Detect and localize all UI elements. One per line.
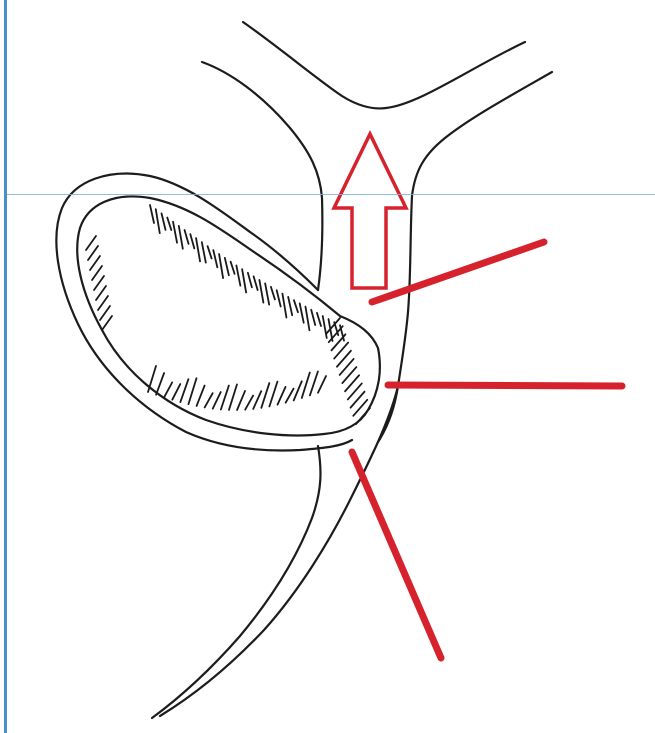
hatch-stroke [277, 290, 281, 306]
hatch-stroke [231, 262, 235, 274]
hatch-stroke [317, 313, 321, 326]
hatch-stroke [164, 382, 172, 397]
up-arrow-outline-icon [334, 134, 406, 288]
hatch-stroke [92, 266, 102, 280]
hatch-stroke [96, 286, 106, 300]
hatch-stroke [100, 306, 110, 320]
hatch-stroke [259, 280, 263, 303]
hatch-stroke [173, 222, 177, 243]
hatch-stroke [236, 265, 240, 285]
hatch-stroke [219, 254, 223, 278]
lower-duct-outline [152, 386, 398, 718]
hatch-stroke [167, 218, 171, 230]
hatch-stroke [245, 396, 253, 410]
hatch-stroke [190, 234, 194, 248]
hatch-stroke [86, 236, 96, 250]
hatch-stroke [213, 250, 217, 267]
hatch-stroke [269, 382, 277, 407]
hatch-stroke [242, 269, 246, 292]
hatch-stroke [156, 373, 164, 395]
hatch-stroke [271, 287, 275, 300]
hatch-stroke [261, 383, 269, 408]
hatch-stroke [294, 300, 298, 312]
hatch-stroke [90, 256, 100, 270]
hatch-stroke [88, 246, 98, 260]
hatch-stroke [318, 376, 326, 393]
hatch-stroke [237, 391, 245, 410]
hatch-stroke [248, 273, 252, 287]
hatch-stroke [253, 391, 261, 409]
pointer-middle [388, 385, 622, 386]
hatch-stroke [205, 393, 213, 407]
hatch-stroke [197, 386, 205, 406]
hatch-stroke [294, 381, 302, 400]
upper-duct-notch [243, 22, 525, 108]
hatch-stroke [305, 307, 309, 331]
hatch-stroke [172, 384, 180, 400]
hatch-stroke [156, 209, 160, 233]
hatch-stroke [213, 392, 221, 409]
pointer-lower [352, 452, 441, 658]
hatch-stroke [196, 238, 200, 261]
hatch-stroke [311, 310, 315, 325]
hatch-stroke [265, 283, 269, 304]
hatch-stroke [180, 379, 188, 402]
hatch-stroke [188, 378, 196, 404]
hatch-stroke [254, 276, 258, 290]
hatch-stroke [150, 205, 154, 223]
hatch-stroke [225, 258, 229, 275]
sac-inner-wall [77, 196, 380, 435]
hatch-stroke [288, 297, 292, 315]
hatch-stroke [202, 242, 206, 262]
hatch-stroke [278, 387, 286, 405]
hatch-stroke [310, 372, 318, 396]
hatch-stroke [185, 230, 189, 244]
hatch-stroke [162, 213, 166, 229]
pointer-upper [372, 242, 544, 302]
hatch-stroke [286, 389, 294, 403]
hatch-stroke [208, 246, 212, 258]
hatch-stroke [102, 316, 112, 330]
lower-duct-inner-wall [152, 446, 320, 718]
hatch-stroke [179, 226, 183, 249]
hatch-stroke [221, 386, 229, 410]
hatch-stroke [98, 296, 108, 310]
hatch-stroke [282, 294, 286, 318]
sac-outer-wall [56, 174, 352, 451]
horizontal-guide-line [7, 194, 655, 195]
hatch-stroke [300, 303, 304, 322]
hatch-stroke [94, 276, 104, 290]
hatch-stroke [302, 373, 310, 398]
hatch-stroke [229, 384, 237, 409]
